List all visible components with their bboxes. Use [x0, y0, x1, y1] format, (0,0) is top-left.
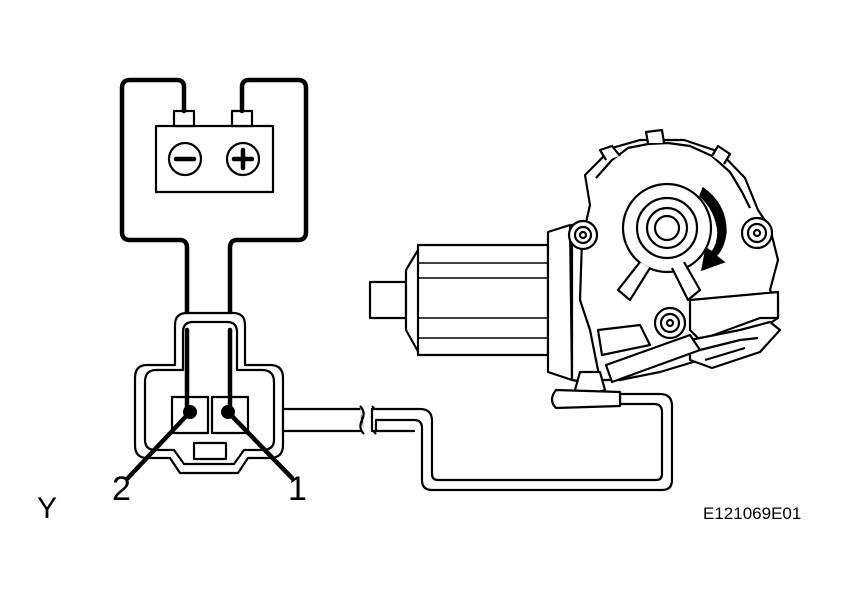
terminal-2-label: 2	[112, 470, 131, 508]
terminal-2-leader-line	[125, 409, 193, 481]
wire-harness	[281, 392, 674, 492]
connector-lock-tab	[192, 441, 228, 461]
terminal-1-leader-line	[225, 409, 295, 481]
motor-connector-socket	[596, 323, 652, 357]
figure-code: E121069E01	[703, 504, 801, 523]
harness-cable	[370, 392, 674, 492]
mounting-boss-left	[567, 219, 599, 251]
mounting-boss-right	[740, 216, 774, 250]
harness-break-left	[359, 405, 365, 435]
motor-bracket	[688, 290, 780, 342]
jumper-wires	[119, 77, 309, 413]
motor-shaft-stub	[368, 280, 408, 320]
harness-outer	[281, 407, 364, 433]
battery	[154, 109, 275, 194]
view-label: Y	[37, 492, 57, 525]
motor-flange	[546, 223, 574, 382]
mounting-boss-bottom	[653, 306, 687, 340]
motor	[368, 128, 782, 410]
connector	[125, 311, 295, 481]
positive-lead-wire	[227, 77, 309, 413]
terminal-1-label: 1	[288, 470, 307, 508]
negative-lead-wire	[119, 77, 190, 413]
rotation-direction-arrow-icon	[699, 186, 727, 272]
